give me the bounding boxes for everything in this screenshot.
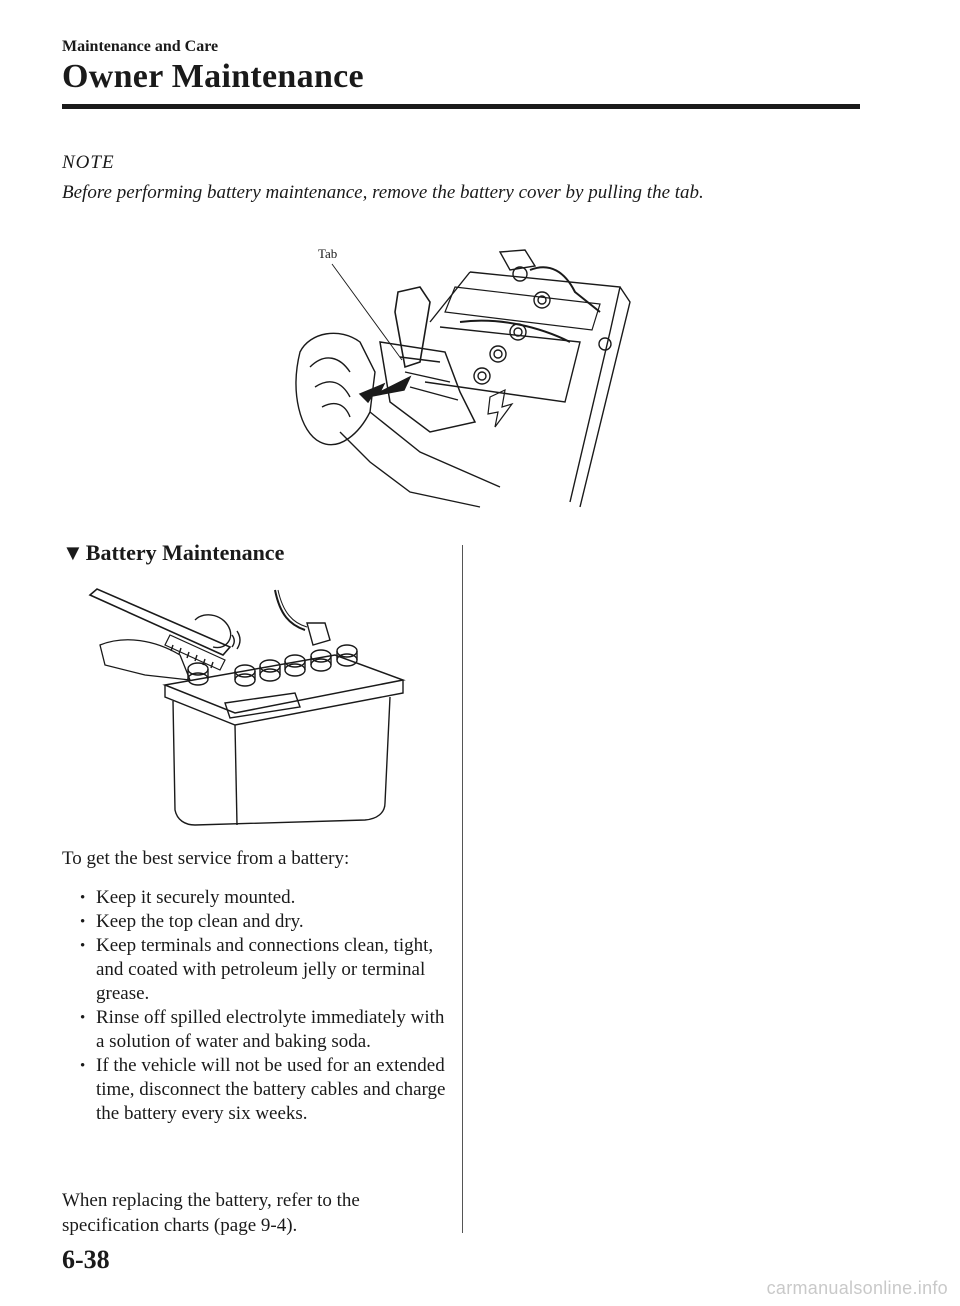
intro-text: To get the best service from a battery: <box>62 848 350 869</box>
closing-text: When replacing the battery, refer to the… <box>62 1190 360 1236</box>
list-item: •If the vehicle will not be used for an … <box>80 1055 446 1124</box>
section-heading-text: Battery Maintenance <box>85 540 285 565</box>
bullet-icon: • <box>80 938 86 954</box>
list-item: •Keep it securely mounted. <box>80 887 296 908</box>
title-divider <box>62 104 860 109</box>
maintenance-list: •Keep it securely mounted. •Keep the top… <box>80 886 450 1126</box>
list-item: •Keep terminals and connections clean, t… <box>80 935 434 1004</box>
section-heading: ▼ Battery Maintenance <box>62 540 284 566</box>
section-label: Maintenance and Care <box>62 38 219 55</box>
battery-cleaning-illustration <box>88 588 406 826</box>
tab-callout-label: Tab <box>318 246 337 261</box>
page-number: 6-38 <box>62 1245 110 1274</box>
bullet-icon: • <box>80 890 86 906</box>
bullet-icon: • <box>80 1058 86 1074</box>
triangle-down-icon: ▼ <box>62 540 84 565</box>
bullet-icon: • <box>80 1010 86 1026</box>
column-divider <box>462 545 463 1233</box>
page-title: Owner Maintenance <box>62 58 364 95</box>
watermark: carmanualsonline.info <box>766 1278 948 1298</box>
list-item: •Keep the top clean and dry. <box>80 911 304 932</box>
note-label: NOTE <box>62 152 115 173</box>
tab-leader-line <box>331 263 403 361</box>
battery-cover-illustration: Tab <box>295 246 631 508</box>
bullet-icon: • <box>80 914 86 930</box>
list-item: •Rinse off spilled electrolyte immediate… <box>80 1007 445 1052</box>
note-text: Before performing battery maintenance, r… <box>62 182 704 203</box>
